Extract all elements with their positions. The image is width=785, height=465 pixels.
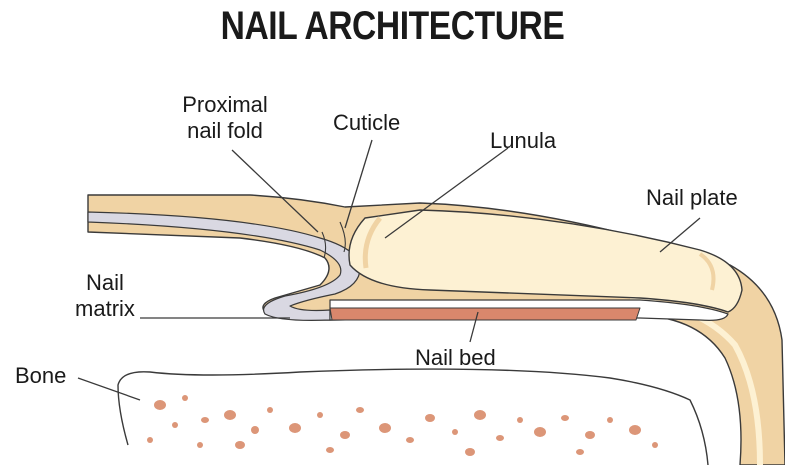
- label-proximal-line2: nail fold: [160, 118, 290, 144]
- label-proximal-nail-fold: Proximal nail fold: [160, 92, 290, 144]
- label-matrix-line1: Nail: [60, 270, 150, 296]
- label-lunula: Lunula: [490, 128, 556, 154]
- label-bone: Bone: [15, 363, 66, 389]
- leader-bone: [78, 378, 140, 400]
- bone-spots: [147, 395, 658, 456]
- label-nail-plate: Nail plate: [646, 185, 738, 211]
- label-matrix-line2: matrix: [60, 296, 150, 322]
- nail-bed-shape: [330, 308, 640, 320]
- label-nail-matrix: Nail matrix: [60, 270, 150, 322]
- bone-outline: [118, 369, 708, 465]
- label-proximal-line1: Proximal: [160, 92, 290, 118]
- label-cuticle: Cuticle: [333, 110, 400, 136]
- label-nail-bed: Nail bed: [415, 345, 496, 371]
